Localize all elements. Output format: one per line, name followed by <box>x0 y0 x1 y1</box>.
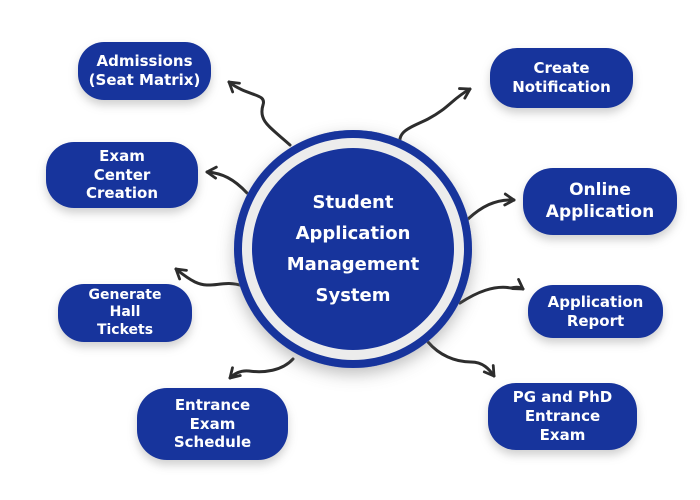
node-label-line: Creation <box>86 184 158 203</box>
node-create-notification: Create Notification <box>490 48 633 108</box>
center-line: Student <box>312 192 394 213</box>
node-label-line: Online <box>569 180 631 201</box>
node-exam-center-creation: Exam Center Creation <box>46 142 198 208</box>
node-label-line: Create <box>533 59 590 78</box>
node-label-line: Exam <box>189 414 236 433</box>
center-node-student-application-management-system: Student Application Management System <box>234 130 472 368</box>
node-label-line: Generate <box>88 286 162 303</box>
node-label-line: Exam <box>99 146 145 165</box>
node-label-line: Schedule <box>173 433 252 452</box>
node-label-line: Notification <box>512 78 611 96</box>
arrow-to-create-notification <box>398 87 472 149</box>
node-label-line: (Seat Matrix) <box>88 71 201 89</box>
node-admissions-seat-matrix: Admissions (Seat Matrix) <box>78 42 211 100</box>
node-entrance-exam-schedule: Entrance Exam Schedule <box>137 388 288 460</box>
center-node-label: Student Application Management System <box>287 187 420 311</box>
node-label-line: Admissions <box>96 52 193 71</box>
node-label-line: Exam <box>539 425 586 444</box>
arrow-to-online-application <box>466 192 516 221</box>
arrow-to-pg-phd-entrance-exam <box>426 340 496 378</box>
node-label-line: Entrance <box>524 407 601 426</box>
node-label-line: Hall <box>109 304 141 321</box>
arrow-to-generate-hall-tickets <box>174 267 245 288</box>
node-label-line: Entrance <box>174 395 251 414</box>
center-line: System <box>315 285 391 306</box>
node-label-line: Application <box>547 292 644 311</box>
node-label-line: Tickets <box>96 321 154 338</box>
node-label-line: Center <box>93 165 151 184</box>
node-application-report: Application Report <box>528 285 663 338</box>
node-pg-phd-entrance-exam: PG and PhD Entrance Exam <box>488 383 637 450</box>
node-online-application: Online Application <box>523 168 677 235</box>
center-line: Management <box>286 254 420 275</box>
arrow-to-application-report <box>458 278 525 305</box>
node-generate-hall-tickets: Generate Hall Tickets <box>58 284 192 342</box>
node-label-line: PG and PhD <box>512 388 613 407</box>
center-line: Application <box>295 223 411 244</box>
arrow-to-entrance-exam-schedule <box>228 357 295 380</box>
node-label-line: Report <box>566 311 625 330</box>
arrow-to-exam-center-creation <box>205 165 249 195</box>
arrow-to-admissions <box>227 80 292 147</box>
node-label-line: Application <box>545 201 655 222</box>
